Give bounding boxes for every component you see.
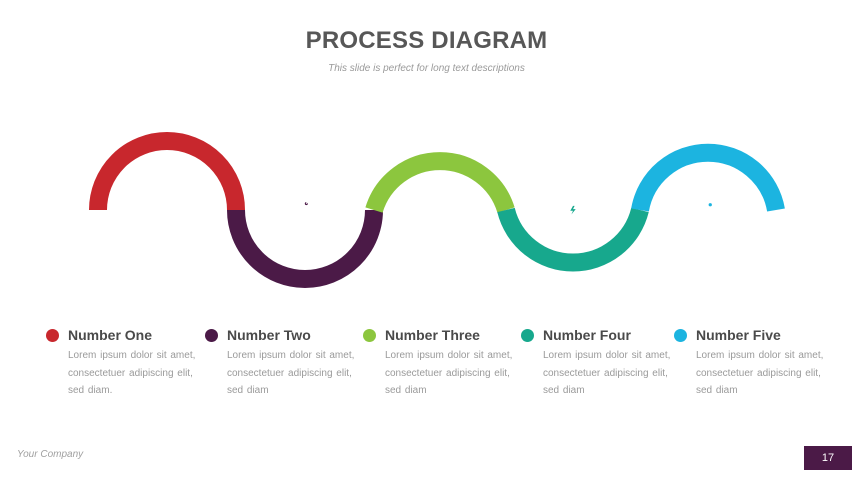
step-three-dot	[363, 328, 376, 342]
step-three-node	[398, 168, 478, 248]
step-three-item: Number Three Lorem ipsum dolor sit amet,…	[363, 327, 513, 400]
step-one-description: Lorem ipsum dolor sit amet, consectetuer…	[68, 350, 196, 396]
page-title: PROCESS DIAGRAM	[305, 27, 548, 54]
step-one-title: Number One	[68, 327, 153, 343]
step-two-description: Lorem ipsum dolor sit amet, consectetuer…	[227, 350, 355, 396]
step-two-title: Number Two	[227, 327, 311, 343]
page-number-badge: 17	[804, 446, 852, 470]
step-two-item: Number Two Lorem ipsum dolor sit amet, c…	[205, 327, 355, 400]
footer-company: Your Company	[17, 449, 84, 460]
step-five-item: Number Five Lorem ipsum dolor sit amet, …	[674, 327, 824, 400]
wave-segment-four	[497, 207, 649, 272]
step-five-node	[667, 168, 747, 248]
wave-segment-two	[227, 209, 383, 288]
step-three-description: Lorem ipsum dolor sit amet, consectetuer…	[385, 350, 513, 396]
price-tag-icon	[293, 198, 314, 217]
step-four-description: Lorem ipsum dolor sit amet, consectetuer…	[543, 350, 671, 396]
step-two-dot	[205, 328, 218, 342]
step-four-title: Number Four	[543, 327, 631, 343]
step-four-dot	[521, 328, 534, 342]
step-one-dot	[46, 328, 59, 342]
wave-segment-three	[365, 152, 515, 213]
step-five-dot	[674, 328, 687, 342]
step-five-title: Number Five	[696, 327, 781, 343]
step-three-title: Number Three	[385, 327, 480, 343]
wave-segment-five	[631, 143, 785, 212]
tools-icon	[157, 196, 178, 217]
wave-segment-one	[89, 132, 245, 211]
megaphone-icon	[429, 199, 450, 217]
cloud-bolt-icon	[563, 203, 584, 215]
step-one-item: Number One Lorem ipsum dolor sit amet, c…	[46, 327, 196, 400]
step-five-description: Lorem ipsum dolor sit amet, consectetuer…	[696, 350, 824, 396]
step-four-node	[533, 168, 613, 248]
rocket-icon	[698, 199, 716, 217]
step-four-item: Number Four Lorem ipsum dolor sit amet, …	[521, 327, 671, 400]
page-subtitle: This slide is perfect for long text desc…	[328, 63, 525, 74]
step-one-node	[127, 168, 207, 248]
step-two-node	[262, 168, 342, 248]
